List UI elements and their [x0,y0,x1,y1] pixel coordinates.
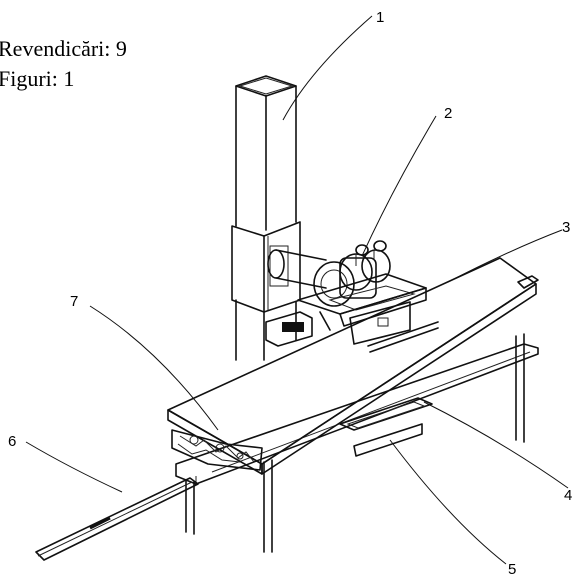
callout-4: 4 [564,487,572,504]
callout-7: 7 [70,293,78,310]
vertical-column [231,75,313,361]
hinge-mechanism [171,429,263,471]
table [167,257,539,553]
callout-2: 2 [444,105,452,122]
callout-3: 3 [562,219,570,236]
callout-1: 1 [376,9,384,26]
leader-lines [25,15,569,565]
figures-count: Figuri: 1 [0,66,75,91]
cylinder-assembly [267,240,439,353]
ramp-bar [35,477,199,561]
callout-5: 5 [508,561,516,578]
callout-6: 6 [8,433,16,450]
claims-count: Revendicări: 9 [0,36,127,61]
